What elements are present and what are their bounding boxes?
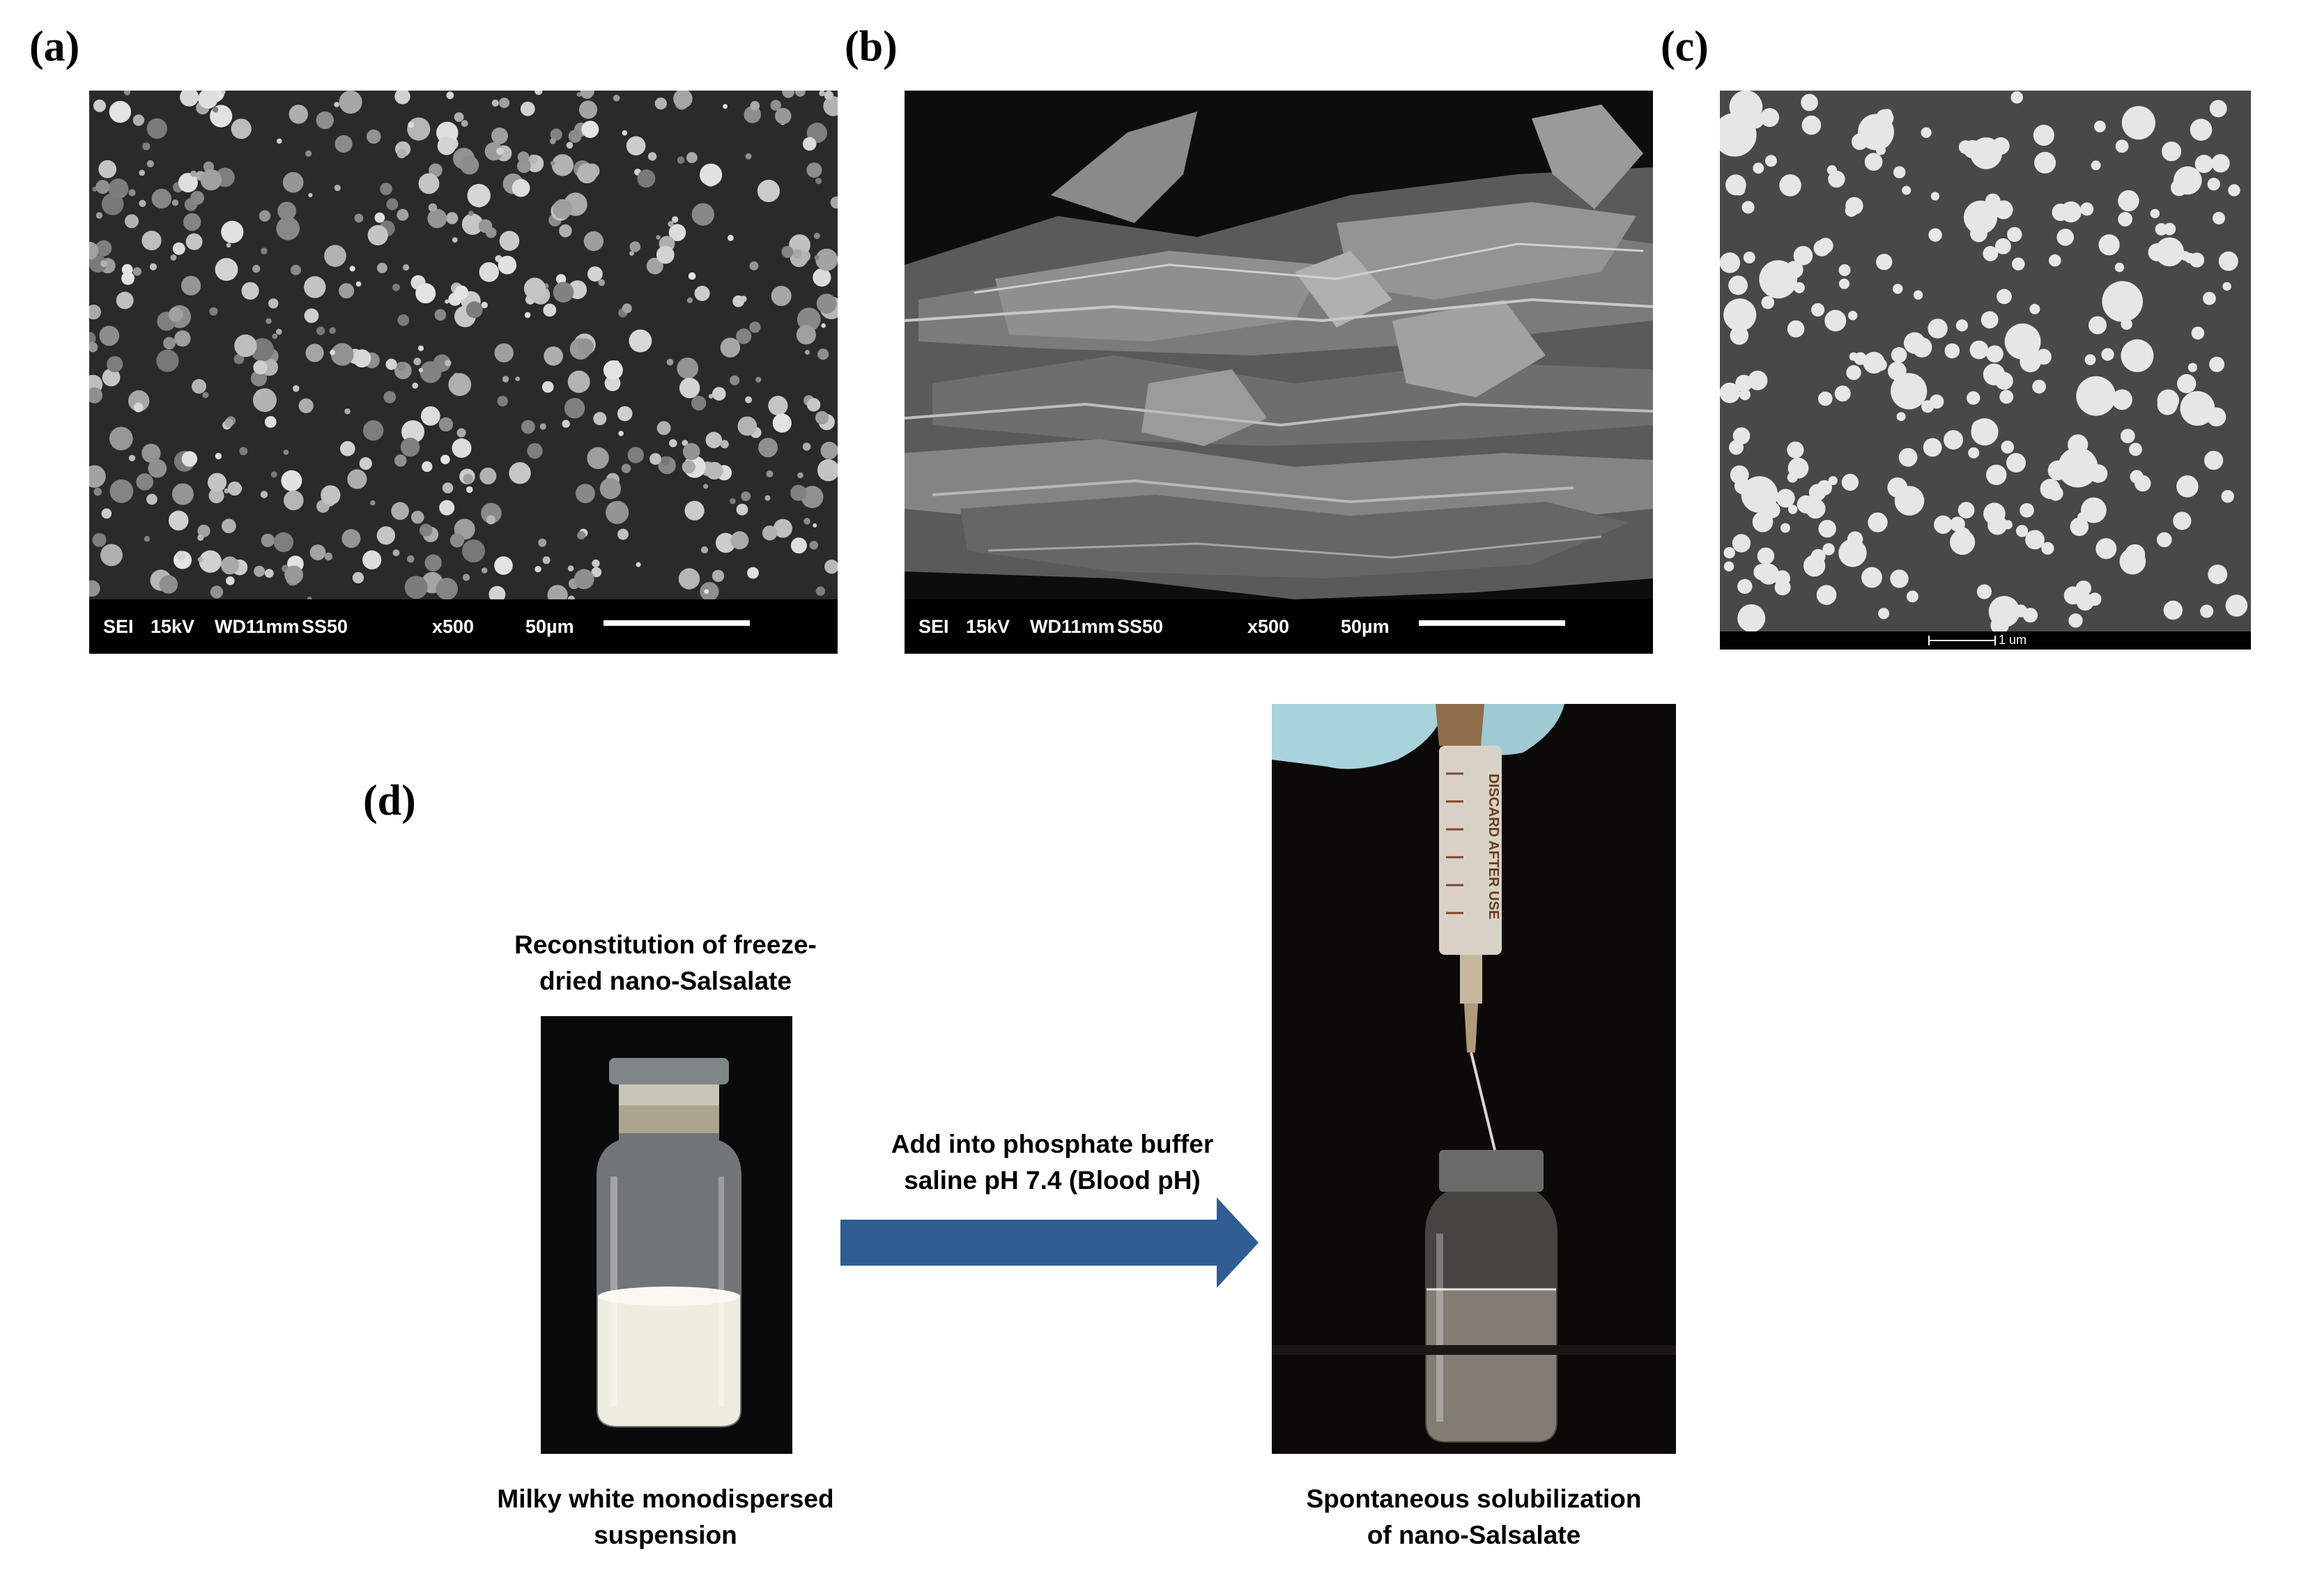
panel-label-c: (c) — [1661, 23, 1709, 70]
sem-mode: SEI — [103, 616, 134, 637]
sem-spot-size: SS50 — [1117, 616, 1164, 637]
sem-mode: SEI — [918, 616, 949, 637]
tem-info-bar: 1 um — [1720, 631, 2251, 650]
syringe-graduations — [1446, 772, 1463, 914]
syringe-vial-photo: DISCARD AFTER USE — [1272, 704, 1676, 1454]
process-arrow — [840, 1197, 1259, 1288]
sem-magnification: x500 — [432, 616, 475, 637]
sem-voltage: 15kV — [151, 616, 195, 637]
sem-magnification: x500 — [1247, 616, 1290, 637]
left-bottom-caption: Milky white monodispersed suspension — [497, 1484, 834, 1549]
sem-voltage: 15kV — [966, 616, 1010, 637]
sem-scale-bar — [603, 620, 750, 626]
sem-scale-label: 50µm — [1341, 616, 1390, 637]
sem-working-distance: WD11mm — [215, 616, 300, 637]
syringe-label: DISCARD AFTER USE — [1486, 774, 1501, 919]
sem-image-b: SEI 15kV WD11mm SS50 x500 50µm — [905, 91, 1653, 654]
sem-working-distance: WD11mm — [1030, 616, 1115, 637]
sem-scale-label: 50µm — [525, 616, 574, 637]
tem-image-c: 1 um — [1720, 91, 2251, 650]
powder-particles-image — [89, 91, 838, 654]
flake-structure-image — [905, 91, 1653, 654]
tem-scale-bar — [1928, 636, 1996, 645]
nanoparticles-image — [1720, 91, 2251, 650]
right-bottom-caption: Spontaneous solubilization of nano-Salsa… — [1306, 1484, 1642, 1549]
left-top-caption: Reconstitution of freeze- dried nano-Sal… — [514, 930, 817, 995]
sem-scale-bar — [1419, 620, 1565, 626]
panel-label-b: (b) — [845, 23, 898, 70]
panel-label-a: (a) — [29, 23, 80, 70]
sem-spot-size: SS50 — [302, 616, 348, 637]
sem-info-bar-b: SEI 15kV WD11mm SS50 x500 50µm — [905, 599, 1653, 654]
arrow-instruction: Add into phosphate buffer saline pH 7.4 … — [891, 1130, 1214, 1195]
syringe-injection-image: DISCARD AFTER USE — [1272, 704, 1676, 1454]
panel-label-d: (d) — [363, 777, 416, 824]
sem-image-a: SEI 15kV WD11mm SS50 x500 50µm — [89, 91, 838, 654]
tem-scale-label: 1 um — [1999, 633, 2027, 647]
sem-info-bar-a: SEI 15kV WD11mm SS50 x500 50µm — [89, 599, 838, 654]
vial-suspension-image — [541, 1016, 792, 1454]
milky-vial-photo — [541, 1016, 792, 1454]
